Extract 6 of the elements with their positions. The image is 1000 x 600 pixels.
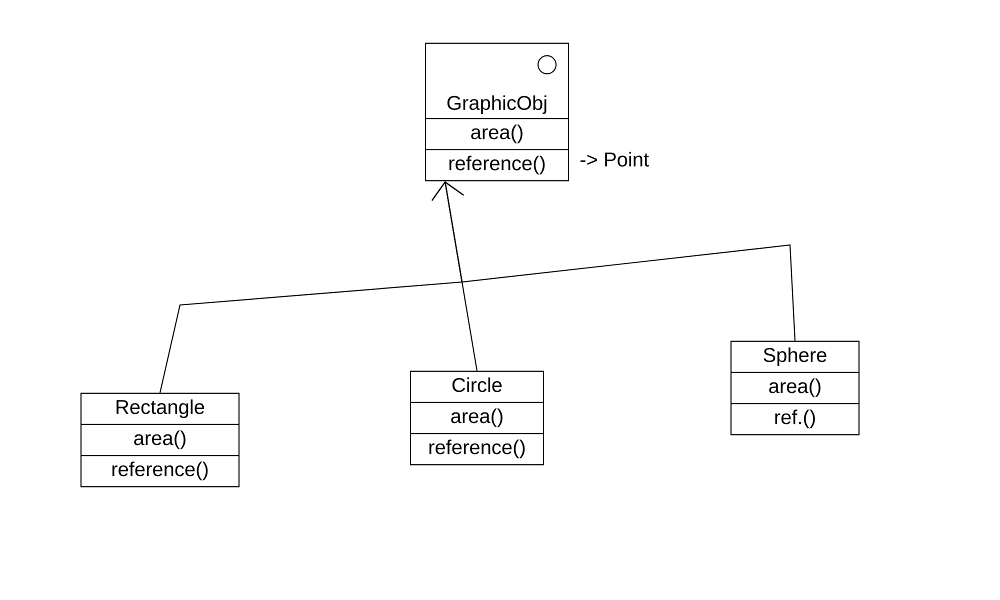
return-type-label: -> Point xyxy=(580,152,649,167)
class-box: Rectangle area() reference() xyxy=(80,392,240,488)
class-box: Circle area() reference() xyxy=(410,370,544,466)
class-box: GraphicObj area() reference() xyxy=(424,42,570,182)
inheritance-arrow xyxy=(432,181,796,341)
class-box: Sphere area() ref.() xyxy=(730,340,860,436)
